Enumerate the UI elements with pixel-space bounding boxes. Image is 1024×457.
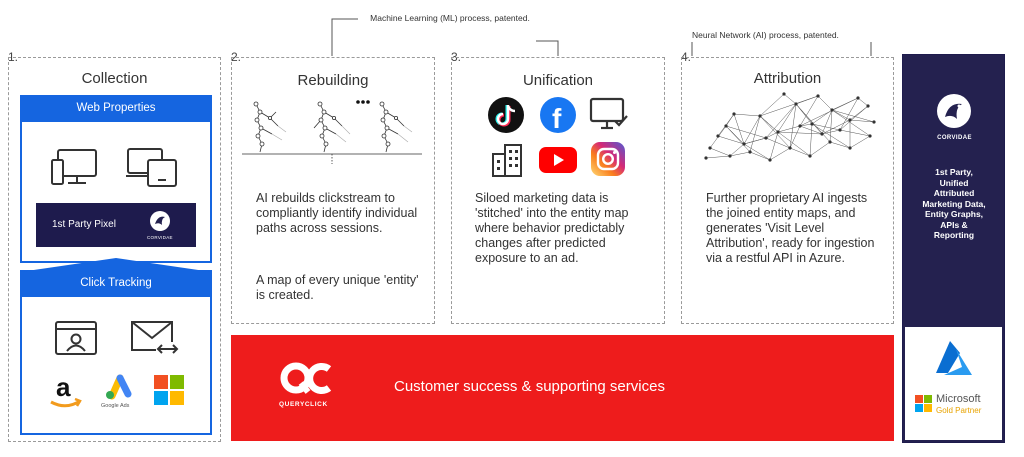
- corvidae-logo-icon: [937, 94, 971, 128]
- collection-stage: Collection: [8, 57, 221, 442]
- neural-network-diagram: [704, 92, 876, 162]
- monitor-check-icon: [589, 97, 628, 130]
- web-properties-header: Web Properties: [20, 95, 212, 122]
- nn-bracket: [691, 42, 872, 56]
- devices-icon: [126, 148, 177, 187]
- microsoft-icon: [154, 375, 184, 405]
- youtube-icon: [539, 147, 577, 173]
- rebuilding-text-1: AI rebuilds clickstream to compliantly i…: [256, 191, 418, 235]
- corvidae-output-panel: CORVIDAE 1st Party, Unified Attributed M…: [902, 54, 1005, 443]
- rebuilding-stage: Rebuilding: [231, 57, 435, 324]
- amazon-icon: a: [50, 374, 82, 408]
- attribution-text: Further proprietary AI ingests the joine…: [706, 191, 875, 265]
- first-party-pixel-bar: 1st Party Pixel CORVIDAE: [36, 203, 196, 247]
- unification-text: Siloed marketing data is 'stitched' into…: [475, 191, 629, 265]
- google-ads-icon: [106, 374, 132, 400]
- click-tracking-header: Click Tracking: [20, 270, 212, 297]
- rebuilding-title: Rebuilding: [297, 72, 369, 89]
- ml-process-note: Machine Learning (ML) process, patented.: [370, 13, 530, 23]
- partner-box: Microsoft Gold Partner: [905, 327, 1002, 440]
- queryclick-logo-text: QUERYCLICK: [279, 401, 328, 408]
- click-tracking-panel: [20, 270, 212, 435]
- contact-card-icon: [55, 321, 97, 355]
- building-icon: [492, 144, 522, 177]
- azure-icon: [936, 341, 972, 375]
- microsoft-partner-icon: [915, 395, 932, 412]
- arrow-up-icon: [20, 258, 212, 272]
- corvidae-description: 1st Party, Unified Attributed Marketing …: [922, 167, 986, 240]
- unification-stage: Unification: [451, 57, 665, 324]
- tiktok-icon: [488, 97, 524, 133]
- svg-text:a: a: [56, 374, 71, 402]
- gold-partner-label: Gold Partner: [936, 406, 982, 415]
- ml-bracket: [331, 18, 559, 56]
- attribution-stage: Attribution: [681, 57, 894, 324]
- corvidae-logo-small-icon: [150, 211, 170, 231]
- customer-success-banner: QUERYCLICK Customer success & supporting…: [231, 335, 894, 441]
- attribution-title: Attribution: [753, 70, 822, 87]
- customer-success-text: Customer success & supporting services: [394, 378, 665, 395]
- corvidae-brand-label: CORVIDAE: [937, 135, 972, 141]
- corvidae-small-label: CORVIDAE: [147, 235, 173, 240]
- svg-text:f: f: [552, 103, 562, 133]
- nn-process-note: Neural Network (AI) process, patented.: [692, 30, 839, 40]
- desktop-icon: [51, 149, 97, 185]
- unification-title: Unification: [522, 72, 594, 89]
- google-ads-label: Google Ads: [101, 403, 130, 409]
- pixel-label: 1st Party Pixel: [52, 219, 116, 230]
- clickstream-tree-diagram: [242, 100, 422, 164]
- email-exchange-icon: [131, 321, 179, 356]
- queryclick-logo-icon: [280, 362, 332, 394]
- microsoft-label: Microsoft: [936, 393, 981, 405]
- facebook-icon: f: [540, 97, 576, 133]
- instagram-icon: [591, 142, 625, 176]
- rebuilding-text-2: A map of every unique 'entity' is create…: [256, 273, 419, 302]
- collection-title: Collection: [81, 70, 148, 87]
